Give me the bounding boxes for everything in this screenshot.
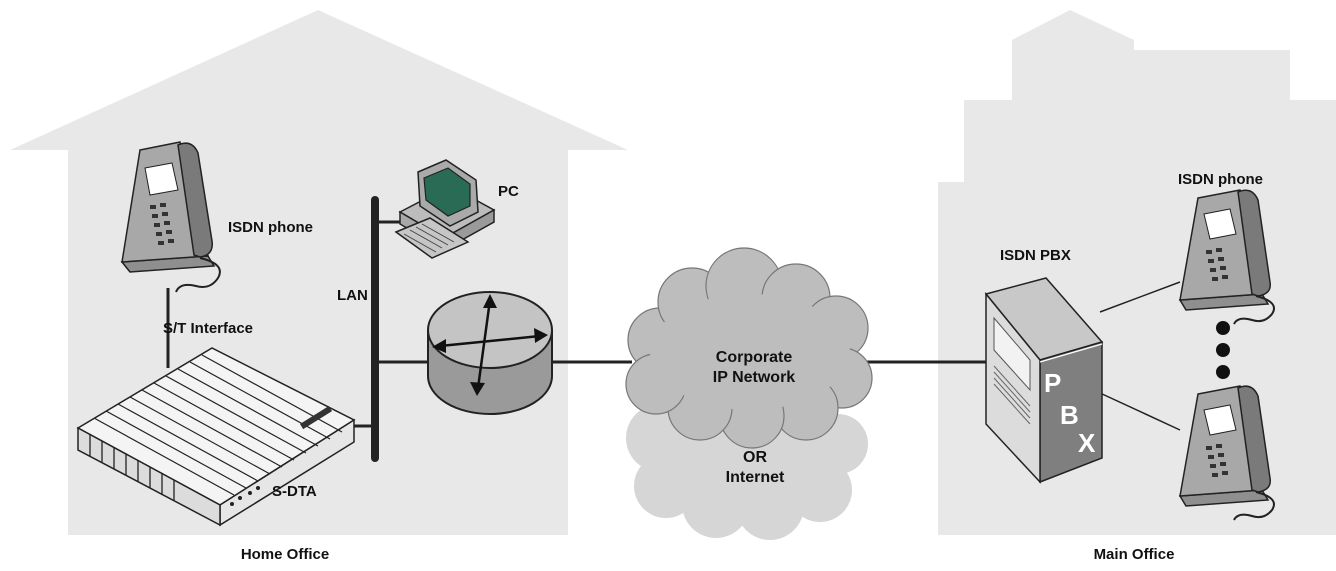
lan-bus [371, 196, 379, 462]
cloud-corporate-label: Corporate [716, 349, 793, 366]
main-isdn-phone-top-icon [1178, 189, 1275, 325]
pbx-phone-lines [1099, 281, 1181, 431]
main-office-building [938, 10, 1336, 535]
sdta-device-icon [76, 347, 356, 527]
pbx-letter-p: P [1044, 368, 1061, 398]
cloud-internet-label: Internet [726, 469, 785, 486]
home-isdn-phone-label: ISDN phone [228, 219, 313, 236]
home-isdn-phone-icon [120, 141, 221, 293]
corporate-ip-cloud [625, 247, 873, 449]
st-interface-label: S/T Interface [163, 320, 253, 337]
ellipsis-dots [1216, 321, 1230, 379]
pbx-to-phone-top-line [1099, 281, 1181, 313]
main-isdn-phone-bottom-icon [1178, 385, 1275, 521]
main-isdn-phone-label: ISDN phone [1178, 171, 1263, 188]
cloud-ip-network-label: IP Network [713, 369, 796, 386]
isdn-pbx-label: ISDN PBX [1000, 247, 1071, 264]
pbx-icon [984, 277, 1104, 484]
home-office-caption: Home Office [241, 546, 329, 563]
router-icon [427, 291, 553, 415]
cloud-or-label: OR [743, 449, 767, 466]
pbx-to-phone-bottom-line [1099, 392, 1181, 431]
lan-label: LAN [337, 287, 368, 304]
pbx-letter-x: X [1078, 428, 1096, 458]
sdta-label: S-DTA [272, 483, 317, 500]
main-office-caption: Main Office [1094, 546, 1175, 563]
pc-label: PC [498, 183, 519, 200]
pc-icon [394, 159, 496, 259]
pbx-letter-b: B [1060, 400, 1079, 430]
